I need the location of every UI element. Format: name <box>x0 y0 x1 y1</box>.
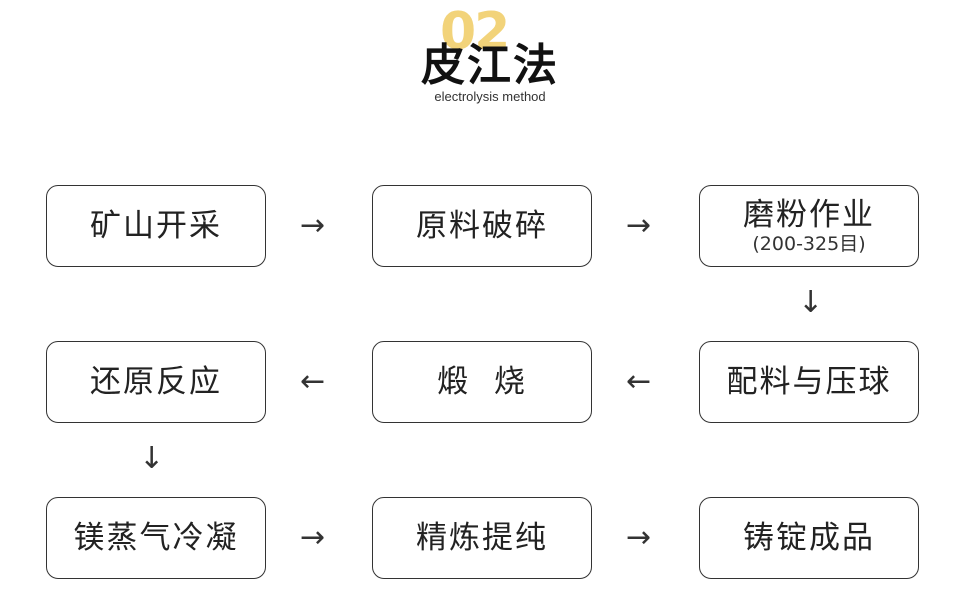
step-label: 磨粉作业 <box>743 197 875 233</box>
arrow-right-icon: → <box>300 520 326 555</box>
step-label: 铸锭成品 <box>743 520 875 556</box>
step-sublabel: (200-325目) <box>752 233 866 255</box>
step-label: 精炼提纯 <box>416 520 548 556</box>
step-batching-pelletizing: 配料与压球 <box>699 341 919 423</box>
arrow-left-icon: ← <box>626 364 652 399</box>
step-crushing: 原料破碎 <box>372 185 592 267</box>
step-refining: 精炼提纯 <box>372 497 592 579</box>
step-reduction: 还原反应 <box>46 341 266 423</box>
step-mining: 矿山开采 <box>46 185 266 267</box>
section-number: 02 <box>440 2 510 62</box>
step-label: 还原反应 <box>90 364 222 400</box>
step-label: 矿山开采 <box>90 208 222 244</box>
header: 02 皮江法 electrolysis method <box>0 0 980 115</box>
arrow-down-icon: ↓ <box>139 441 165 476</box>
arrow-right-icon: → <box>626 208 652 243</box>
step-label: 煅 烧 <box>437 364 527 400</box>
page-subtitle: electrolysis method <box>434 89 546 104</box>
step-label: 配料与压球 <box>726 364 892 400</box>
step-label: 原料破碎 <box>416 208 548 244</box>
arrow-left-icon: ← <box>300 364 326 399</box>
step-calcination: 煅 烧 <box>372 341 592 423</box>
step-casting: 铸锭成品 <box>699 497 919 579</box>
page-title: 皮江法 <box>421 40 559 91</box>
arrow-right-icon: → <box>300 208 326 243</box>
step-condensation: 镁蒸气冷凝 <box>46 497 266 579</box>
step-label: 镁蒸气冷凝 <box>73 520 239 556</box>
arrow-right-icon: → <box>626 520 652 555</box>
arrow-down-icon: ↓ <box>798 285 824 320</box>
step-grinding: 磨粉作业 (200-325目) <box>699 185 919 267</box>
